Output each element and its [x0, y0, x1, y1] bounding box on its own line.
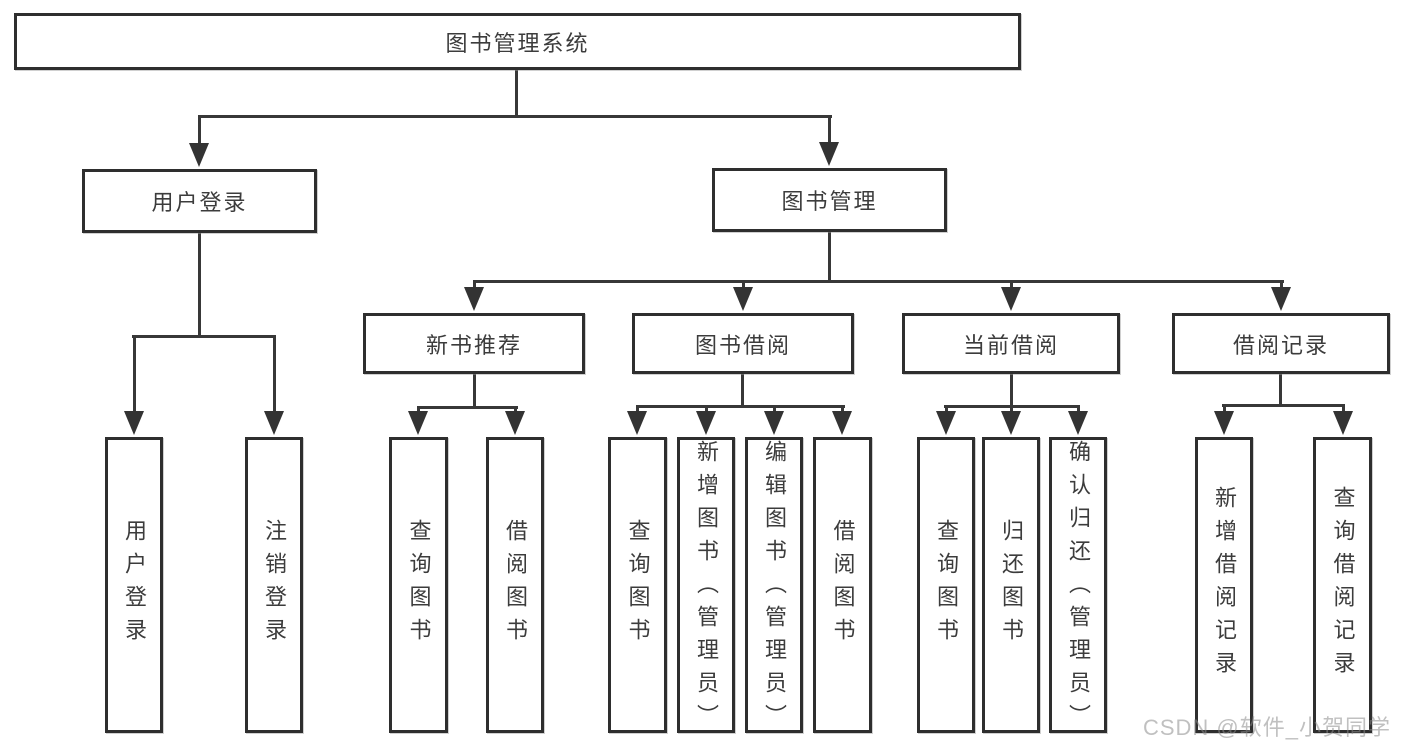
- leaf-query-books-3: 查询图书: [917, 437, 975, 733]
- arrowhead-down-icon: [124, 411, 144, 435]
- node-user-login-label: 用户登录: [151, 190, 248, 215]
- leaf-borrow-books-2-label: 借阅图书: [830, 519, 856, 651]
- leaf-edit-book-admin: 编辑图书（管理员）: [745, 437, 803, 737]
- connector-line: [1341, 406, 1345, 415]
- leaf-add-borrow-record-label: 新增借阅记录: [1212, 486, 1237, 684]
- arrowhead-down-icon: [832, 411, 852, 435]
- leaf-query-books-1: 查询图书: [389, 437, 448, 733]
- arrowhead-down-icon: [1333, 411, 1353, 435]
- connector-line: [417, 406, 518, 409]
- connector-line: [473, 372, 476, 409]
- connector-line: [198, 115, 832, 118]
- leaf-logout: 注销登录: [245, 437, 303, 733]
- connector-line: [741, 372, 744, 408]
- arrowhead-down-icon: [408, 411, 428, 435]
- node-book-management-label: 图书管理: [781, 189, 878, 214]
- node-root-label: 图书管理系统: [445, 30, 590, 56]
- connector-line: [1279, 282, 1283, 291]
- leaf-return-book-label: 归还图书: [999, 519, 1024, 651]
- node-root: 图书管理系统: [14, 13, 1021, 70]
- leaf-borrow-books-1: 借阅图书: [486, 437, 544, 733]
- connector-line: [198, 231, 201, 337]
- connector-line: [1009, 282, 1013, 291]
- connector-line: [515, 68, 518, 117]
- connector-line: [197, 117, 201, 147]
- connector-line: [1222, 406, 1226, 415]
- arrowhead-down-icon: [696, 411, 716, 435]
- arrowhead-down-icon: [764, 411, 784, 435]
- arrowhead-down-icon: [1001, 411, 1021, 435]
- connector-line: [636, 405, 845, 408]
- leaf-add-book-admin-label: 新增图书（管理员）: [694, 440, 719, 737]
- connector-line: [827, 117, 831, 146]
- connector-line: [944, 405, 1080, 408]
- node-book-management: 图书管理: [712, 168, 947, 232]
- connector-line: [1010, 372, 1013, 408]
- node-borrow-records-label: 借阅记录: [1232, 332, 1329, 358]
- arrowhead-down-icon: [464, 287, 484, 311]
- node-book-borrow-label: 图书借阅: [694, 332, 791, 358]
- arrowhead-down-icon: [819, 142, 839, 166]
- node-user-login: 用户登录: [82, 169, 317, 233]
- arrowhead-down-icon: [1271, 287, 1291, 311]
- arrowhead-down-icon: [627, 411, 647, 435]
- arrowhead-down-icon: [189, 143, 209, 167]
- arrowhead-down-icon: [1068, 411, 1088, 435]
- connector-line: [272, 337, 276, 415]
- node-current-borrow-label: 当前借阅: [962, 332, 1059, 358]
- arrowhead-down-icon: [1001, 287, 1021, 311]
- connector-line: [472, 282, 476, 291]
- node-new-book-recommend-label: 新书推荐: [425, 332, 522, 358]
- connector-line: [1222, 404, 1345, 407]
- leaf-user-login-label: 用户登录: [122, 519, 147, 651]
- leaf-borrow-books-2: 借阅图书: [813, 437, 872, 733]
- connector-line: [473, 280, 1284, 283]
- leaf-query-books-1-label: 查询图书: [406, 519, 432, 651]
- leaf-edit-book-admin-label: 编辑图书（管理员）: [762, 440, 787, 737]
- arrowhead-down-icon: [505, 411, 525, 435]
- node-current-borrow: 当前借阅: [902, 313, 1120, 374]
- leaf-borrow-books-1-label: 借阅图书: [503, 519, 528, 651]
- leaf-confirm-return-admin-label: 确认归还（管理员）: [1066, 440, 1091, 737]
- leaf-return-book: 归还图书: [982, 437, 1040, 733]
- node-new-book-recommend: 新书推荐: [363, 313, 585, 374]
- leaf-add-borrow-record: 新增借阅记录: [1195, 437, 1253, 733]
- node-borrow-records: 借阅记录: [1172, 313, 1390, 374]
- leaf-query-books-3-label: 查询图书: [934, 519, 959, 651]
- watermark: CSDN @软件_小贺同学: [1142, 715, 1391, 740]
- connector-line: [828, 230, 831, 283]
- leaf-query-borrow-record-label: 查询借阅记录: [1330, 486, 1356, 684]
- leaf-query-books-2-label: 查询图书: [625, 519, 651, 651]
- leaf-query-books-2: 查询图书: [608, 437, 667, 733]
- arrowhead-down-icon: [264, 411, 284, 435]
- leaf-logout-label: 注销登录: [262, 519, 287, 651]
- node-book-borrow: 图书借阅: [632, 313, 854, 374]
- leaf-user-login: 用户登录: [105, 437, 163, 733]
- leaf-add-book-admin: 新增图书（管理员）: [677, 437, 735, 737]
- arrowhead-down-icon: [733, 287, 753, 311]
- connector-line: [132, 337, 136, 415]
- arrowhead-down-icon: [936, 411, 956, 435]
- leaf-query-borrow-record: 查询借阅记录: [1313, 437, 1372, 733]
- arrowhead-down-icon: [1214, 411, 1234, 435]
- leaf-confirm-return-admin: 确认归还（管理员）: [1049, 437, 1107, 737]
- connector-line: [1279, 372, 1282, 407]
- connector-line: [132, 335, 276, 338]
- connector-line: [741, 282, 745, 291]
